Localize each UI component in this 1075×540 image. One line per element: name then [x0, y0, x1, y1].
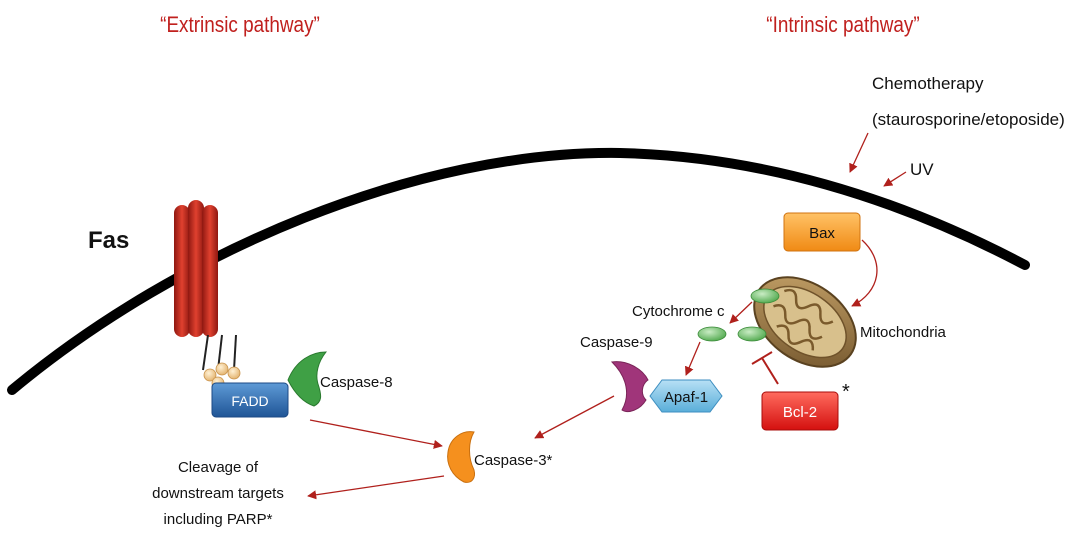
cell-membrane: [7, 147, 1030, 395]
caspase-3-label: Caspase-3*: [474, 452, 553, 469]
chemotherapy-label: Chemotherapy: [872, 74, 984, 93]
arrow-cytochrome-to-apaf1: [685, 341, 701, 376]
arrow-fadd-to-caspase3: [309, 419, 443, 449]
fas-label: Fas: [88, 227, 129, 254]
cytochrome-c-molecule: [737, 326, 767, 342]
bcl-2-label: Bcl-2: [783, 404, 817, 421]
caspase-9-label: Caspase-9: [580, 334, 653, 351]
fas-receptor: [174, 200, 237, 371]
cytochrome-c-molecule: [697, 326, 727, 342]
bcl2-inhibition: [751, 351, 779, 385]
arrow-bax-to-mitochondria: [851, 239, 878, 307]
caspase-9-protein: [610, 361, 649, 413]
caspase-8-label: Caspase-8: [320, 374, 393, 391]
bax-label: Bax: [809, 225, 835, 242]
bax-protein: [783, 212, 861, 252]
arrow-uv-to-membrane: [883, 171, 907, 187]
cytochrome-c-molecule: [750, 288, 780, 304]
arrow-caspase9-to-caspase3: [534, 395, 615, 439]
arrow-caspase3-to-cleavage: [307, 475, 445, 500]
intrinsic-pathway-heading: “Intrinsic pathway”: [766, 13, 920, 38]
cleavage-line-3: including PARP*: [164, 511, 273, 528]
bcl-2-asterisk: *: [842, 381, 850, 403]
chemotherapy-agents-label: (staurosporine/etoposide): [872, 110, 1065, 129]
cleavage-line-2: downstream targets: [152, 485, 284, 502]
cleavage-line-1: Cleavage of: [178, 459, 259, 476]
arrow-chemo-to-membrane: [849, 132, 869, 173]
uv-label: UV: [910, 160, 934, 179]
fadd-protein: [211, 382, 289, 418]
apaf-1-protein: [649, 379, 723, 413]
cytochrome-c-label: Cytochrome c: [632, 303, 725, 320]
caspase-8-protein: [287, 351, 328, 407]
mitochondria-label: Mitochondria: [860, 324, 947, 341]
caspase-3-protein: [447, 431, 475, 483]
apaf-1-label: Apaf-1: [664, 389, 708, 406]
fadd-label: FADD: [231, 393, 268, 409]
extrinsic-pathway-heading: “Extrinsic pathway”: [160, 13, 320, 38]
pathway-arrows: [307, 132, 907, 500]
arrow-mito-release-cytochrome: [729, 301, 753, 324]
bcl-2-protein: [761, 391, 839, 431]
mitochondria-organelle: [753, 276, 857, 368]
